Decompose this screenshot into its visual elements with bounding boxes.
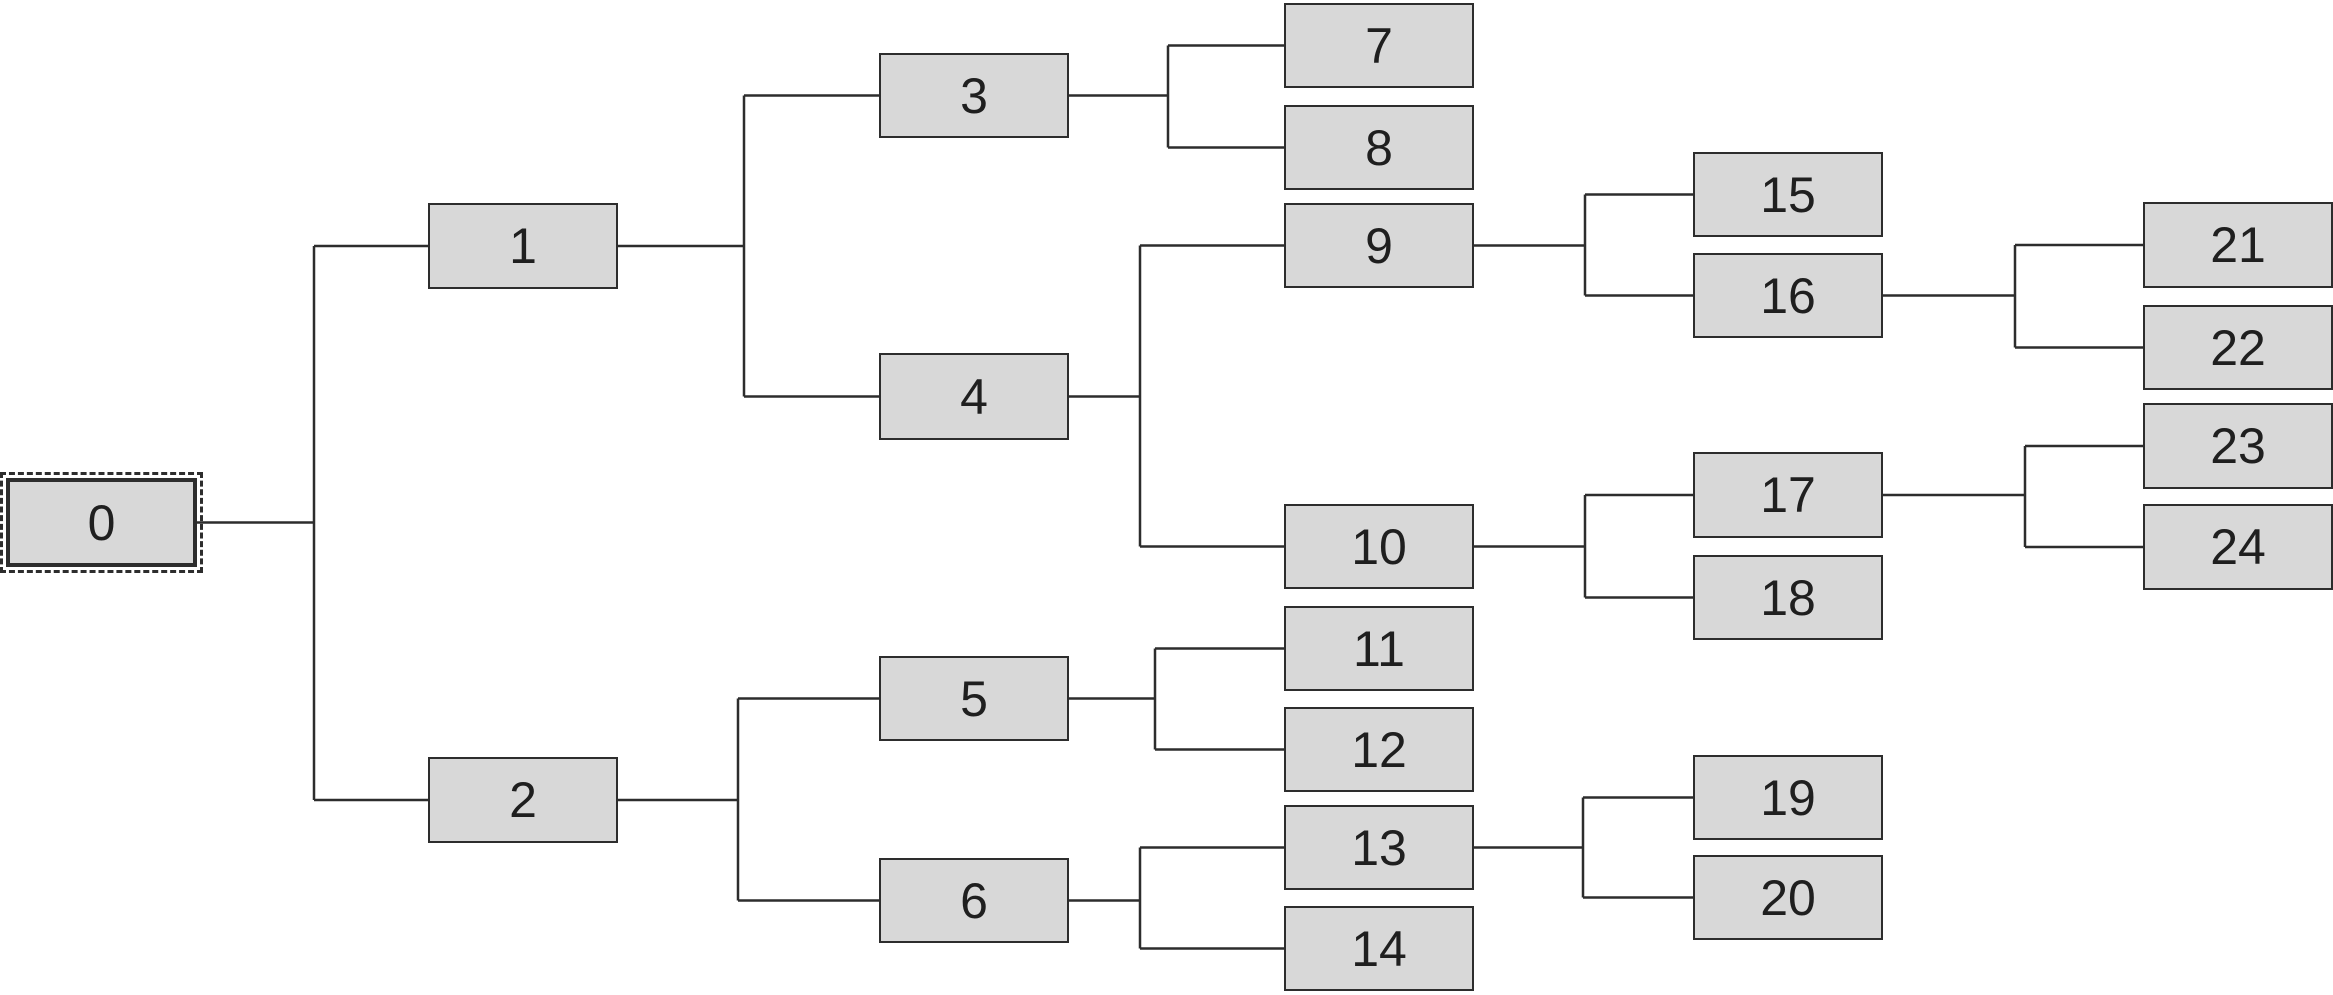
tree-node-10[interactable]: 10 — [1284, 504, 1474, 589]
tree-node-7[interactable]: 7 — [1284, 3, 1474, 88]
tree-node-18[interactable]: 18 — [1693, 555, 1883, 640]
tree-node-label: 8 — [1365, 119, 1393, 176]
tree-node-14[interactable]: 14 — [1284, 906, 1474, 991]
tree-node-label: 24 — [2210, 519, 2266, 575]
tree-node-label: 4 — [960, 368, 988, 425]
tree-node-label: 10 — [1351, 518, 1407, 575]
tree-node-label: 20 — [1760, 869, 1816, 926]
tree-node-17[interactable]: 17 — [1693, 452, 1883, 538]
tree-node-24[interactable]: 24 — [2143, 504, 2333, 590]
tree-node-label: 11 — [1353, 620, 1405, 677]
tree-node-label: 14 — [1351, 920, 1407, 977]
tree-node-2[interactable]: 2 — [428, 757, 618, 843]
tree-node-label: 15 — [1760, 166, 1816, 223]
tree-node-label: 1 — [509, 218, 537, 274]
tree-node-label: 23 — [2210, 418, 2266, 474]
tree-node-label: 9 — [1365, 217, 1393, 274]
tree-node-label: 5 — [960, 670, 988, 727]
tree-node-label: 16 — [1760, 267, 1816, 324]
tree-node-label: 19 — [1760, 769, 1816, 826]
tree-node-8[interactable]: 8 — [1284, 105, 1474, 190]
tree-node-label: 22 — [2210, 319, 2266, 376]
tree-node-15[interactable]: 15 — [1693, 152, 1883, 237]
tree-node-9[interactable]: 9 — [1284, 203, 1474, 288]
tree-node-5[interactable]: 5 — [879, 656, 1069, 741]
tree-node-16[interactable]: 16 — [1693, 253, 1883, 338]
tree-node-4[interactable]: 4 — [879, 353, 1069, 440]
tree-node-6[interactable]: 6 — [879, 858, 1069, 943]
tree-node-label: 6 — [960, 872, 988, 929]
tree-node-label: 12 — [1351, 721, 1407, 778]
tree-node-label: 0 — [87, 494, 116, 551]
tree-node-22[interactable]: 22 — [2143, 305, 2333, 390]
tree-node-23[interactable]: 23 — [2143, 403, 2333, 489]
tree-node-label: 13 — [1351, 819, 1407, 876]
tree-node-label: 2 — [509, 772, 537, 828]
tree-node-3[interactable]: 3 — [879, 53, 1069, 138]
tree-node-21[interactable]: 21 — [2143, 202, 2333, 288]
tree-node-12[interactable]: 12 — [1284, 707, 1474, 792]
tree-node-label: 3 — [960, 67, 988, 124]
tree-node-label: 18 — [1760, 569, 1816, 626]
tree-node-20[interactable]: 20 — [1693, 855, 1883, 940]
tree-node-label: 17 — [1760, 467, 1816, 523]
tree-node-13[interactable]: 13 — [1284, 805, 1474, 890]
tree-node-11[interactable]: 11 — [1284, 606, 1474, 691]
tree-node-label: 7 — [1365, 17, 1393, 74]
tree-node-1[interactable]: 1 — [428, 203, 618, 289]
tree-node-0[interactable]: 0 — [0, 472, 203, 573]
tree-node-label: 21 — [2210, 217, 2266, 273]
tree-node-19[interactable]: 19 — [1693, 755, 1883, 840]
